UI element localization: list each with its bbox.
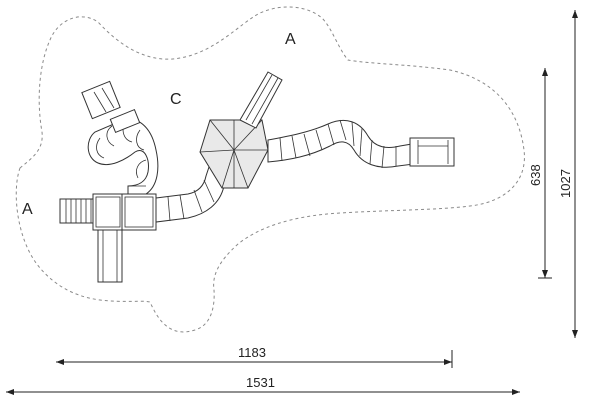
zone-label-c: C	[170, 91, 182, 108]
lower-slide	[97, 225, 123, 283]
dimension-label-1531: 1531	[246, 375, 275, 390]
dimension-inner-height: 638	[528, 68, 552, 279]
platform-deck-2	[121, 193, 157, 231]
dimension-inner-width: 1183	[56, 345, 453, 368]
winding-tube-slide	[267, 119, 455, 169]
dimension-label-1183: 1183	[238, 345, 266, 360]
zone-label-a-left: A	[22, 201, 33, 218]
dimension-outer-height: 1027	[558, 10, 578, 338]
safety-zone-outline	[15, 6, 525, 333]
zone-label-a-top: A	[285, 31, 296, 48]
dimension-outer-width: 1531	[6, 375, 520, 395]
hexagonal-tower-roof	[199, 119, 269, 189]
upper-straight-slide	[239, 71, 283, 129]
left-ladder	[59, 198, 95, 224]
platform-deck-1	[92, 193, 124, 231]
dimension-label-638: 638	[528, 164, 543, 186]
spiral-slide-left	[81, 80, 159, 195]
play-equipment	[59, 71, 455, 283]
dimension-label-1027: 1027	[558, 169, 573, 198]
